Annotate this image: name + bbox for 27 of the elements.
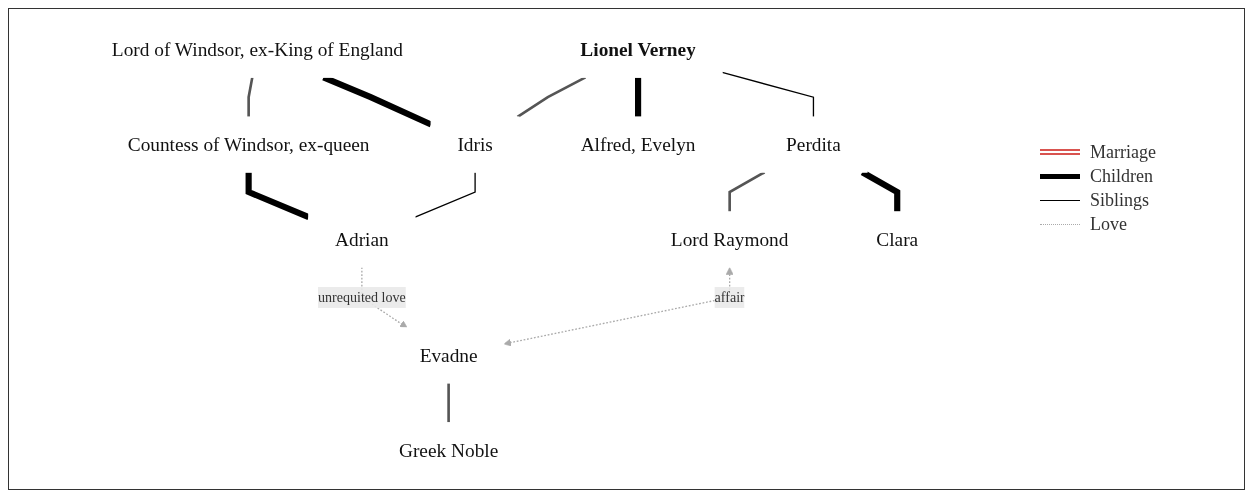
- legend-label: Children: [1090, 165, 1153, 187]
- connector: [447, 383, 450, 423]
- connector: [516, 76, 587, 118]
- node-text: Greek Noble: [398, 439, 499, 462]
- legend-label: Siblings: [1090, 189, 1150, 211]
- connector: [245, 172, 310, 220]
- connector: [414, 171, 476, 218]
- legend-label: Love: [1090, 213, 1127, 235]
- connector: [728, 171, 766, 212]
- edge-label: affair: [714, 289, 745, 305]
- connector: [247, 77, 254, 117]
- node-text: Perdita: [786, 133, 841, 156]
- node-text: Lord of Windsor, ex-King of England: [111, 38, 404, 61]
- connector: [635, 77, 642, 117]
- node-text: Alfred, Evelyn: [580, 133, 696, 156]
- node-text: Adrian: [335, 228, 389, 251]
- node-text: Lionel Verney: [580, 38, 696, 61]
- connector: [860, 169, 901, 212]
- node-text: Clara: [876, 228, 919, 251]
- arrow: [503, 267, 734, 347]
- connector: [721, 71, 815, 118]
- legend-label: Marriage: [1090, 141, 1156, 163]
- edge-label: unrequited love: [317, 289, 406, 305]
- node-text: Lord Raymond: [670, 228, 789, 251]
- node-text: Countess of Windsor, ex-queen: [127, 133, 370, 156]
- node-text: Idris: [457, 133, 493, 156]
- node-text: Evadne: [419, 344, 478, 367]
